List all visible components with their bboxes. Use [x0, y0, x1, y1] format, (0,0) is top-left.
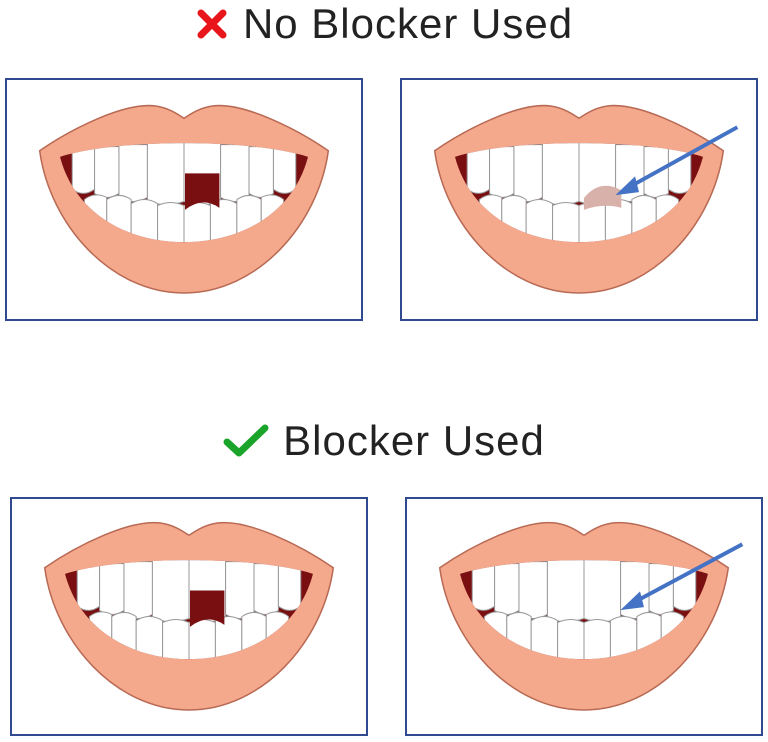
arrow-icon — [620, 542, 744, 611]
arrow-icon — [615, 125, 739, 196]
mouth-clean-filling-illustration — [407, 499, 744, 734]
mouth-missing-tooth-illustration — [7, 80, 361, 319]
panel-filled-blocker — [405, 497, 763, 736]
mouth-missing-tooth-illustration — [12, 499, 366, 734]
panel-gap-blocker — [10, 497, 368, 736]
title-text: No Blocker Used — [242, 0, 574, 47]
tooth-gap — [184, 173, 220, 210]
x-icon — [197, 9, 227, 39]
mouth-stained-filling-illustration — [402, 80, 739, 319]
stained-filling — [583, 185, 622, 210]
title-text: Blocker Used — [283, 417, 545, 464]
panel-filled-no-blocker — [400, 78, 758, 321]
panel-gap-no-blocker — [5, 78, 363, 321]
tooth-gap — [189, 590, 225, 627]
check-icon — [223, 424, 269, 457]
section-title-no-blocker: No Blocker Used — [0, 0, 768, 48]
section-title-blocker: Blocker Used — [0, 415, 768, 467]
